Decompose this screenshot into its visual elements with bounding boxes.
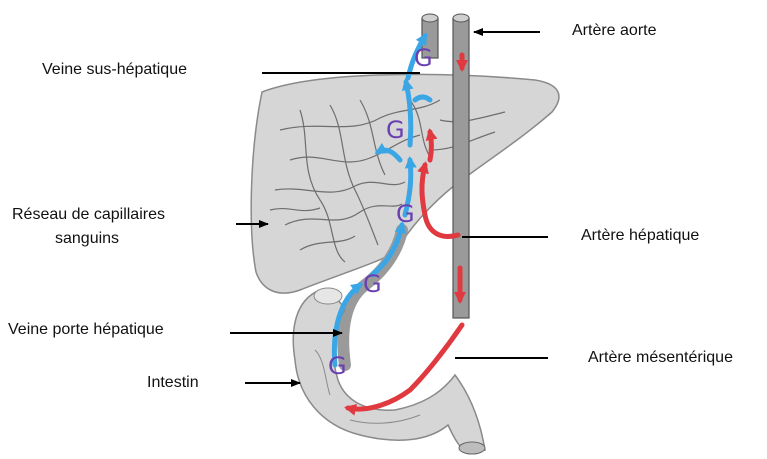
- label-intestin: Intestin: [147, 373, 199, 394]
- glucose-marker: G: [328, 352, 347, 380]
- label-capillaires-line2: sanguins: [55, 229, 119, 250]
- label-capillaires-line1: Réseau de capillaires: [12, 205, 165, 226]
- glucose-marker: G: [396, 200, 415, 228]
- label-veine-porte: Veine porte hépatique: [8, 320, 164, 341]
- label-veine-sus-hepatique: Veine sus-hépatique: [42, 60, 187, 81]
- glucose-marker: G: [363, 270, 382, 298]
- label-artere-hepatique: Artère hépatique: [581, 226, 699, 247]
- glucose-marker: G: [414, 44, 433, 72]
- label-artere-aorte: Artère aorte: [572, 21, 656, 42]
- liver-shape: [251, 74, 559, 293]
- label-artere-mesenterique: Artère mésentérique: [588, 348, 733, 369]
- glucose-marker: G: [386, 116, 405, 144]
